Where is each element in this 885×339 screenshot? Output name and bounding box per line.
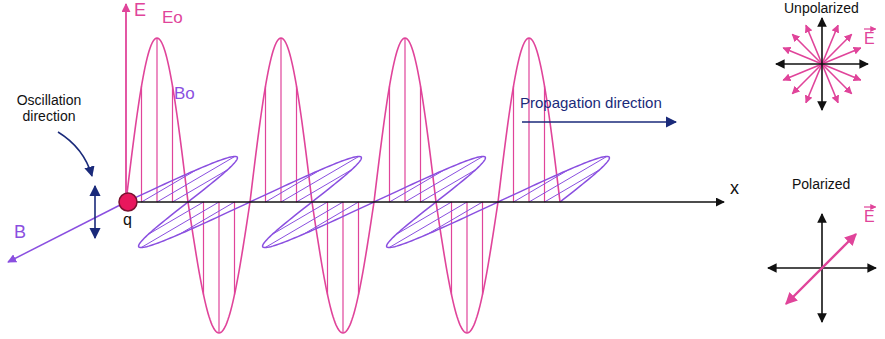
field-hatch bbox=[327, 202, 328, 295]
field-hatch bbox=[179, 202, 234, 234]
field-hatch bbox=[389, 86, 390, 202]
axis-arrow bbox=[821, 64, 823, 110]
leader-arrow bbox=[58, 132, 92, 176]
field-hatch bbox=[141, 86, 142, 202]
field-hatch bbox=[421, 170, 476, 202]
field-hatch bbox=[265, 86, 266, 202]
field-hatch bbox=[272, 202, 327, 234]
field-hatch bbox=[427, 202, 482, 234]
axes bbox=[8, 4, 724, 262]
amplitude-label: Eo bbox=[162, 8, 183, 28]
vector-label: E bbox=[864, 30, 875, 48]
axis-arrow bbox=[821, 214, 823, 268]
field-vector bbox=[783, 48, 822, 64]
axis-arrow bbox=[776, 63, 822, 65]
field-vector bbox=[806, 64, 822, 103]
field-hatch bbox=[234, 202, 235, 295]
annotation-text: Propagation direction bbox=[520, 94, 662, 111]
axis-arrow bbox=[821, 18, 823, 64]
field-hatch bbox=[342, 202, 343, 333]
field-hatch bbox=[142, 170, 197, 202]
electric-curve bbox=[126, 38, 560, 333]
field-hatch bbox=[466, 202, 467, 333]
field-vector bbox=[792, 64, 822, 94]
field-hatch bbox=[396, 202, 451, 234]
field-hatch bbox=[545, 170, 600, 202]
field-hatch bbox=[156, 38, 157, 202]
field-hatch bbox=[404, 38, 405, 202]
vector-arrow bbox=[864, 206, 876, 207]
axis-arrow bbox=[768, 267, 822, 269]
field-hatch bbox=[513, 86, 514, 202]
field-hatch bbox=[528, 38, 529, 202]
polarization-symbols bbox=[768, 18, 876, 322]
axis-label: E bbox=[134, 0, 146, 21]
field-vector bbox=[822, 64, 861, 80]
e-axis bbox=[125, 4, 127, 202]
vector-label: E bbox=[864, 208, 875, 226]
field-hatch bbox=[266, 170, 321, 202]
propagation-arrow bbox=[522, 121, 676, 123]
x-axis bbox=[122, 201, 724, 203]
b-axis bbox=[8, 202, 126, 262]
vector-arrow bbox=[864, 28, 876, 29]
field-vector bbox=[822, 34, 852, 64]
field-hatch bbox=[280, 38, 281, 202]
panel-title: Polarized bbox=[792, 176, 850, 192]
field-hatch bbox=[482, 202, 483, 295]
field-hatch bbox=[514, 170, 569, 202]
field-hatch bbox=[203, 202, 204, 295]
field-hatch bbox=[173, 170, 228, 202]
panel-title: Unpolarized bbox=[784, 0, 859, 16]
oscillation-arrow bbox=[94, 186, 96, 238]
field-vector bbox=[792, 34, 822, 64]
field-vector bbox=[822, 64, 852, 94]
field-hatch bbox=[451, 202, 452, 295]
field-hatch bbox=[358, 202, 359, 295]
amplitude-label: Bo bbox=[174, 84, 195, 104]
field-vector bbox=[822, 25, 838, 64]
axis-arrow bbox=[822, 267, 876, 269]
field-hatch bbox=[148, 202, 203, 234]
annotation-text: Oscillation direction bbox=[4, 92, 94, 124]
field-hatch bbox=[303, 202, 358, 234]
field-vector bbox=[786, 234, 856, 304]
field-hatch bbox=[297, 170, 352, 202]
axis-label: B bbox=[14, 222, 26, 243]
field-hatch bbox=[390, 170, 445, 202]
vector-marks bbox=[864, 29, 876, 207]
field-hatch bbox=[218, 202, 219, 333]
charge-dot bbox=[119, 193, 137, 211]
axis-label: x bbox=[730, 178, 739, 199]
electric-wave bbox=[126, 38, 560, 333]
axis-arrow bbox=[822, 63, 868, 65]
charge-label: q bbox=[123, 211, 132, 229]
axis-arrow bbox=[821, 268, 823, 322]
